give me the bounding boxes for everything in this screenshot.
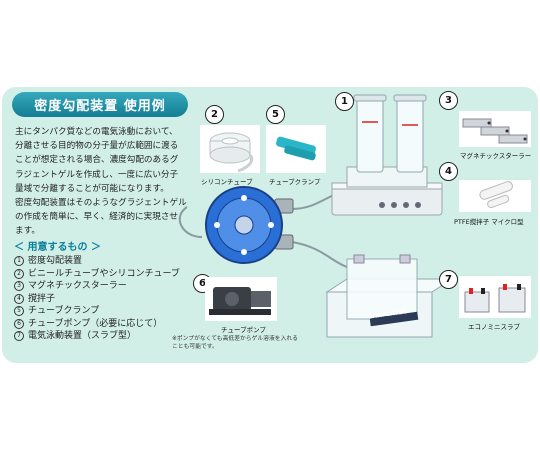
description-line: ことが想定される場合、濃度勾配のあるグ <box>15 155 179 166</box>
badge-number: 7 <box>439 270 458 289</box>
list-item: 3 マグネチックスターラー <box>14 280 180 293</box>
list-item: 6 チューブポンプ（必要に応じて） <box>14 318 180 331</box>
tube-clamp-photo <box>266 125 326 173</box>
list-item: 7 電気泳動装置（スラブ型） <box>14 330 180 343</box>
item-number: 6 <box>14 318 24 329</box>
item-label: ビニールチューブやシリコンチューブ <box>28 268 180 279</box>
magnetic-stirrer-photo <box>459 111 531 147</box>
badge-number: 4 <box>439 162 458 181</box>
pump-note: ※ポンプがなくても高低差からゲル溶液を入れることも可能です。 <box>172 336 298 350</box>
description-line: ラジェントゲルを作成し、一度に広い分子 <box>15 169 179 180</box>
stir-bar-photo <box>459 180 531 212</box>
slab-unit-icon <box>464 284 526 313</box>
badge-number: 3 <box>439 91 458 110</box>
description-line: 密度勾配装置はそのようなグラジェントゲル <box>15 198 187 209</box>
description-text: 主にタンパク質などの電気泳動において、 分離させる目的物の分子量が広範囲に渡る … <box>15 125 195 239</box>
item-label: 電気泳動装置（スラブ型） <box>28 331 137 341</box>
description-line: ます。 <box>15 226 40 237</box>
item-label: 密度勾配装置 <box>28 256 83 266</box>
badge-number: 1 <box>335 92 354 111</box>
tube-path <box>178 206 203 238</box>
slab-photo <box>459 276 531 318</box>
caption: チューブポンプ <box>221 326 266 334</box>
item-number: 7 <box>14 331 24 342</box>
caption: マグネチックスターラー <box>460 152 532 160</box>
description-line: 分離させる目的物の分子量が広範囲に渡る <box>15 141 179 152</box>
pump-motor-icon <box>209 287 271 315</box>
item-label: チューブクランプ <box>28 306 100 316</box>
item-number: 3 <box>14 281 24 292</box>
item-label: マグネチックスターラー <box>28 281 127 291</box>
badge-number: 5 <box>266 105 285 124</box>
page-title: 密度勾配装置 使用例 <box>12 92 188 117</box>
caption: エコノミニスラブ <box>468 323 520 331</box>
stir-bar-icon <box>479 181 513 209</box>
tube-clamp-icon <box>276 136 316 161</box>
slab-gel-icon <box>325 254 454 338</box>
item-number: 5 <box>14 306 24 317</box>
list-item: 4 撹拌子 <box>14 293 180 306</box>
list-item: 2 ビニールチューブやシリコンチューブ <box>14 268 180 281</box>
items-heading: ＜ 用意するもの ＞ <box>14 242 101 253</box>
caption: シリコンチューブ <box>201 178 253 186</box>
usage-example-panel: 密度勾配装置 使用例 主にタンパク質などの電気泳動において、 分離させる目的物の… <box>2 87 538 363</box>
description-line: 主にタンパク質などの電気泳動において、 <box>15 127 178 137</box>
gradient-mixer-icon <box>331 94 443 216</box>
description-line: 量域で分離することが可能になります。 <box>15 183 169 194</box>
apparatus-illustration <box>178 94 454 338</box>
item-label: チューブポンプ（必要に応じて） <box>28 318 163 329</box>
caption: PTFE撹拌子 マイクロ型 <box>454 218 524 226</box>
tube-pump-photo <box>205 277 277 321</box>
caption: チューブクランプ <box>269 178 321 186</box>
item-label: 撹拌子 <box>28 293 56 304</box>
silicon-tube-photo <box>200 125 260 173</box>
tube-pump-icon <box>205 186 294 264</box>
tube-path <box>291 241 348 268</box>
item-number: 4 <box>14 293 24 304</box>
list-item: 1 密度勾配装置 <box>14 255 180 268</box>
item-number: 2 <box>14 268 24 279</box>
list-item: 5 チューブクランプ <box>14 305 180 318</box>
badge-number: 2 <box>205 105 224 124</box>
description-line: の作成を簡単に、早く、経済的に実現させ <box>15 212 179 223</box>
item-number: 1 <box>14 256 24 267</box>
magnetic-stirrer-icon <box>462 118 528 144</box>
silicon-tube-icon <box>209 132 253 173</box>
